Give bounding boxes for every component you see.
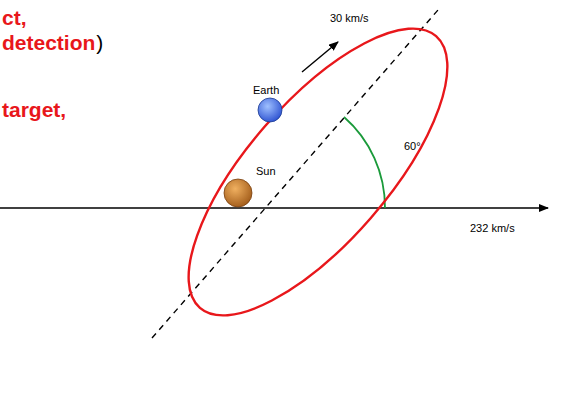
slide-text: target,	[2, 98, 66, 121]
earth-velocity-arrow	[302, 42, 338, 72]
earth-symbol	[258, 98, 282, 122]
slide-text: )	[96, 31, 103, 54]
slide-text: detection	[2, 31, 95, 54]
angle-label: 60°	[404, 140, 421, 152]
speed-label: 232 km/s	[470, 222, 515, 234]
planet-label: Earth	[253, 84, 279, 96]
speed-label: 30 km/s	[330, 12, 369, 24]
velocity-axis	[0, 207, 548, 209]
orbit-axis	[152, 10, 438, 338]
slide-text: ct,	[2, 6, 27, 29]
angle-arc	[344, 117, 385, 208]
sun-symbol	[224, 179, 252, 207]
star-label: Sun	[256, 165, 276, 177]
earth-orbit	[147, 0, 489, 354]
